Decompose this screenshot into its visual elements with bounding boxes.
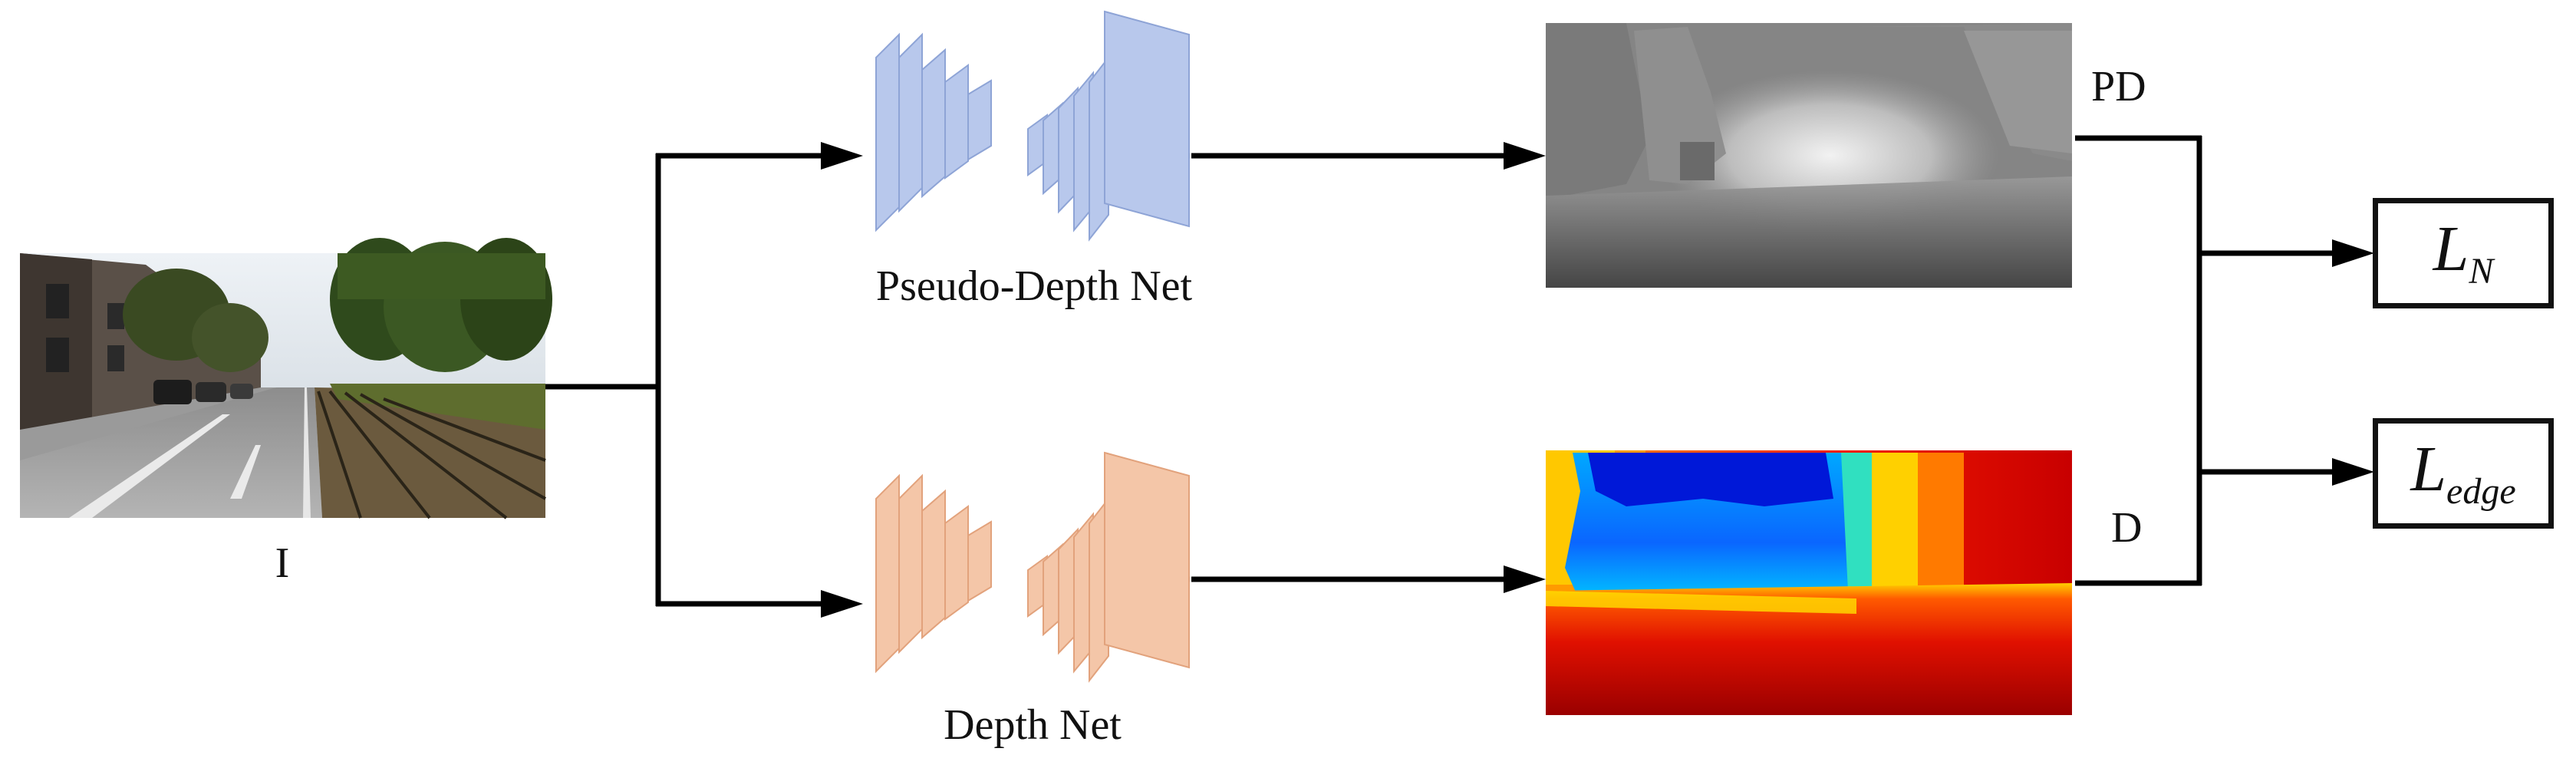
loss-edge-box: Ledge — [2373, 418, 2554, 529]
decoder-layer — [1104, 451, 1190, 669]
pseudo-depth-net-stack — [875, 10, 1190, 242]
arrowhead-d — [1504, 565, 1546, 593]
loss-normal-box: LN — [2373, 198, 2554, 308]
arrowhead-loss-n — [2332, 239, 2374, 267]
depth-net-label: Depth Net — [944, 701, 1122, 749]
depth-map — [1546, 450, 2072, 715]
decoder-layer — [1089, 55, 1109, 242]
encoder-layer — [921, 48, 946, 199]
pseudo-depth-net-label: Pseudo-Depth Net — [875, 262, 1193, 310]
d-output-label: D — [2111, 504, 2143, 552]
loss-edge-symbol: Ledge — [2410, 433, 2516, 512]
arrowhead-depth-net — [821, 590, 863, 618]
encoder-layer — [875, 32, 900, 232]
pd-output-label: PD — [2091, 63, 2146, 110]
depth-net-stack — [875, 451, 1190, 683]
encoder-layer — [967, 79, 992, 161]
arrowheads — [821, 142, 2374, 618]
pseudo-depth-map — [1546, 23, 2072, 288]
encoder-layer — [944, 505, 969, 621]
loss-normal-symbol: LN — [2433, 213, 2494, 292]
input-image — [20, 238, 552, 519]
encoder-layer — [921, 489, 946, 640]
encoder-layer — [875, 473, 900, 674]
encoder-layer — [898, 32, 923, 213]
connector-lines — [545, 135, 2344, 607]
arrowhead-pseudo-net — [821, 142, 863, 170]
arrowhead-pd — [1504, 142, 1546, 170]
decoder-layer — [1104, 10, 1190, 228]
encoder-layer — [944, 64, 969, 180]
input-label: I — [275, 539, 290, 587]
encoder-layer — [898, 473, 923, 654]
decoder-layer — [1089, 496, 1109, 683]
arrowhead-loss-edge — [2332, 458, 2374, 486]
encoder-layer — [967, 520, 992, 602]
